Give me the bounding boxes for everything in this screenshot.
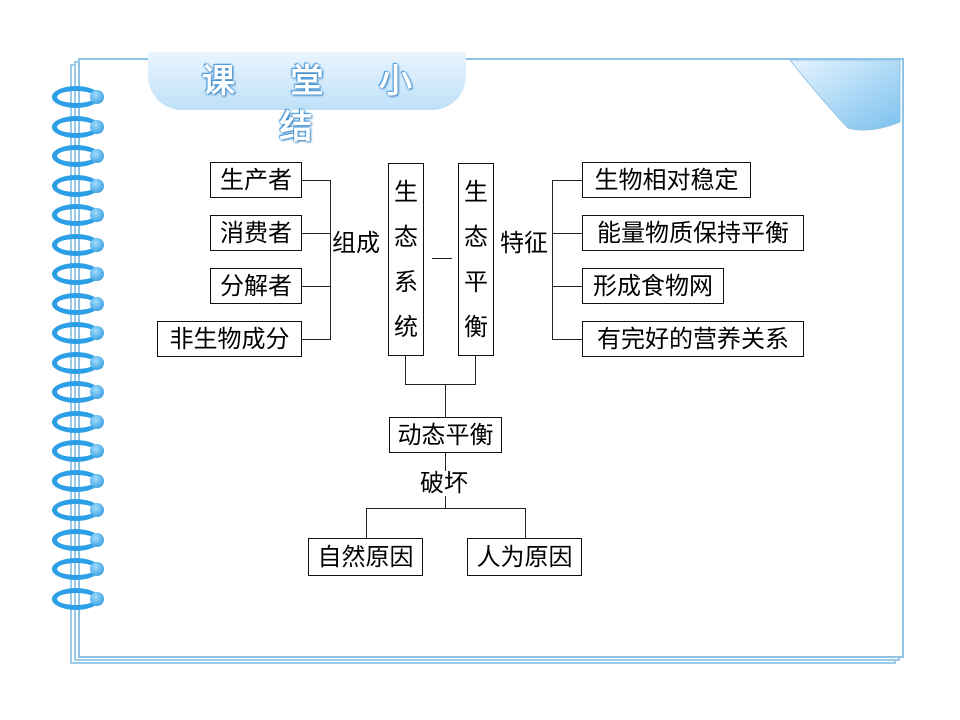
spiral-coil-icon [52, 410, 100, 433]
ecosystem-char: 态 [394, 223, 418, 252]
connector-line [302, 339, 330, 340]
spiral-coil-icon [52, 440, 100, 462]
spiral-coil-icon [52, 558, 100, 580]
balance-char: 平 [464, 267, 488, 296]
composition-label: 组成 [332, 229, 380, 257]
connector-line [552, 180, 582, 181]
spiral-coil-icon [52, 587, 100, 610]
binding-hole-icon [90, 385, 104, 399]
spiral-coil-icon [52, 233, 100, 256]
spiral-coil-icon [52, 86, 100, 108]
spiral-coil-icon [52, 499, 100, 521]
binding-hole-icon [90, 267, 104, 281]
binding-hole-icon [90, 591, 104, 606]
binding-hole-icon [90, 296, 104, 311]
connector-line [366, 508, 526, 509]
connector-line [445, 384, 446, 417]
ecosystem-balance-link [432, 258, 452, 259]
spiral-coil-icon [52, 469, 100, 492]
binding-hole-icon [90, 444, 104, 458]
connector-line [405, 356, 406, 384]
connector-line [475, 356, 476, 384]
ecosystem-box: 生 态 系 统 [388, 163, 424, 356]
connector-line [445, 453, 446, 471]
connector-line [302, 233, 330, 234]
connector-line [302, 180, 330, 181]
binding-hole-icon [90, 208, 104, 222]
balance-char: 生 [464, 178, 488, 207]
connector-line [405, 384, 476, 385]
ecosystem-char: 生 [394, 178, 418, 207]
spiral-coil-icon [52, 381, 100, 403]
slide-title: 课 堂 小 结 [202, 61, 434, 146]
feature-nutrition-box: 有完好的营养关系 [582, 321, 804, 357]
feature-stable-box: 生物相对稳定 [582, 162, 751, 198]
spiral-coil-icon [52, 145, 100, 167]
binding-hole-icon [90, 355, 104, 370]
ecological-balance-box: 生 态 平 衡 [458, 163, 494, 356]
page-curl-icon [790, 59, 901, 131]
ecosystem-char: 系 [394, 267, 418, 296]
binding-hole-icon [90, 178, 104, 193]
notebook-page [78, 58, 904, 658]
connector-line [366, 508, 367, 538]
component-abiotic-box: 非生物成分 [157, 321, 302, 357]
binding-hole-icon [90, 326, 104, 340]
connector-line [445, 496, 446, 508]
spiral-coil-icon [52, 292, 100, 315]
spiral-coil-icon [52, 351, 100, 374]
binding-hole-icon [90, 473, 104, 488]
destruction-label: 破坏 [420, 469, 468, 497]
connector-line [302, 286, 330, 287]
ecosystem-char: 统 [394, 312, 418, 341]
connector-line [525, 508, 526, 538]
component-decomposer-box: 分解者 [210, 268, 302, 304]
connector-line [552, 286, 582, 287]
binding-hole-icon [90, 503, 104, 517]
binding-hole-icon [90, 119, 104, 134]
balance-char: 态 [464, 223, 488, 252]
spiral-coil-icon [52, 204, 100, 226]
component-producer-box: 生产者 [210, 162, 302, 198]
component-consumer-box: 消费者 [210, 215, 302, 251]
features-label: 特征 [500, 229, 548, 257]
components-bracket [330, 180, 331, 340]
features-bracket [552, 180, 553, 340]
spiral-coil-icon [52, 263, 100, 285]
spiral-coil-icon [52, 174, 100, 197]
spiral-coil-icon [52, 528, 100, 551]
balance-char: 衡 [464, 312, 488, 341]
feature-energy-box: 能量物质保持平衡 [582, 215, 804, 251]
binding-hole-icon [90, 562, 104, 576]
natural-cause-box: 自然原因 [308, 538, 423, 576]
dynamic-balance-box: 动态平衡 [389, 417, 502, 453]
connector-line [552, 233, 582, 234]
human-cause-box: 人为原因 [467, 538, 582, 576]
binding-hole-icon [90, 414, 104, 429]
binding-hole-icon [90, 237, 104, 252]
binding-hole-icon [90, 149, 104, 163]
spiral-coil-icon [52, 322, 100, 344]
title-tab [148, 52, 466, 110]
connector-line [552, 339, 582, 340]
binding-hole-icon [90, 90, 104, 104]
feature-foodweb-box: 形成食物网 [582, 268, 724, 304]
binding-hole-icon [90, 532, 104, 547]
spiral-coil-icon [52, 115, 100, 138]
